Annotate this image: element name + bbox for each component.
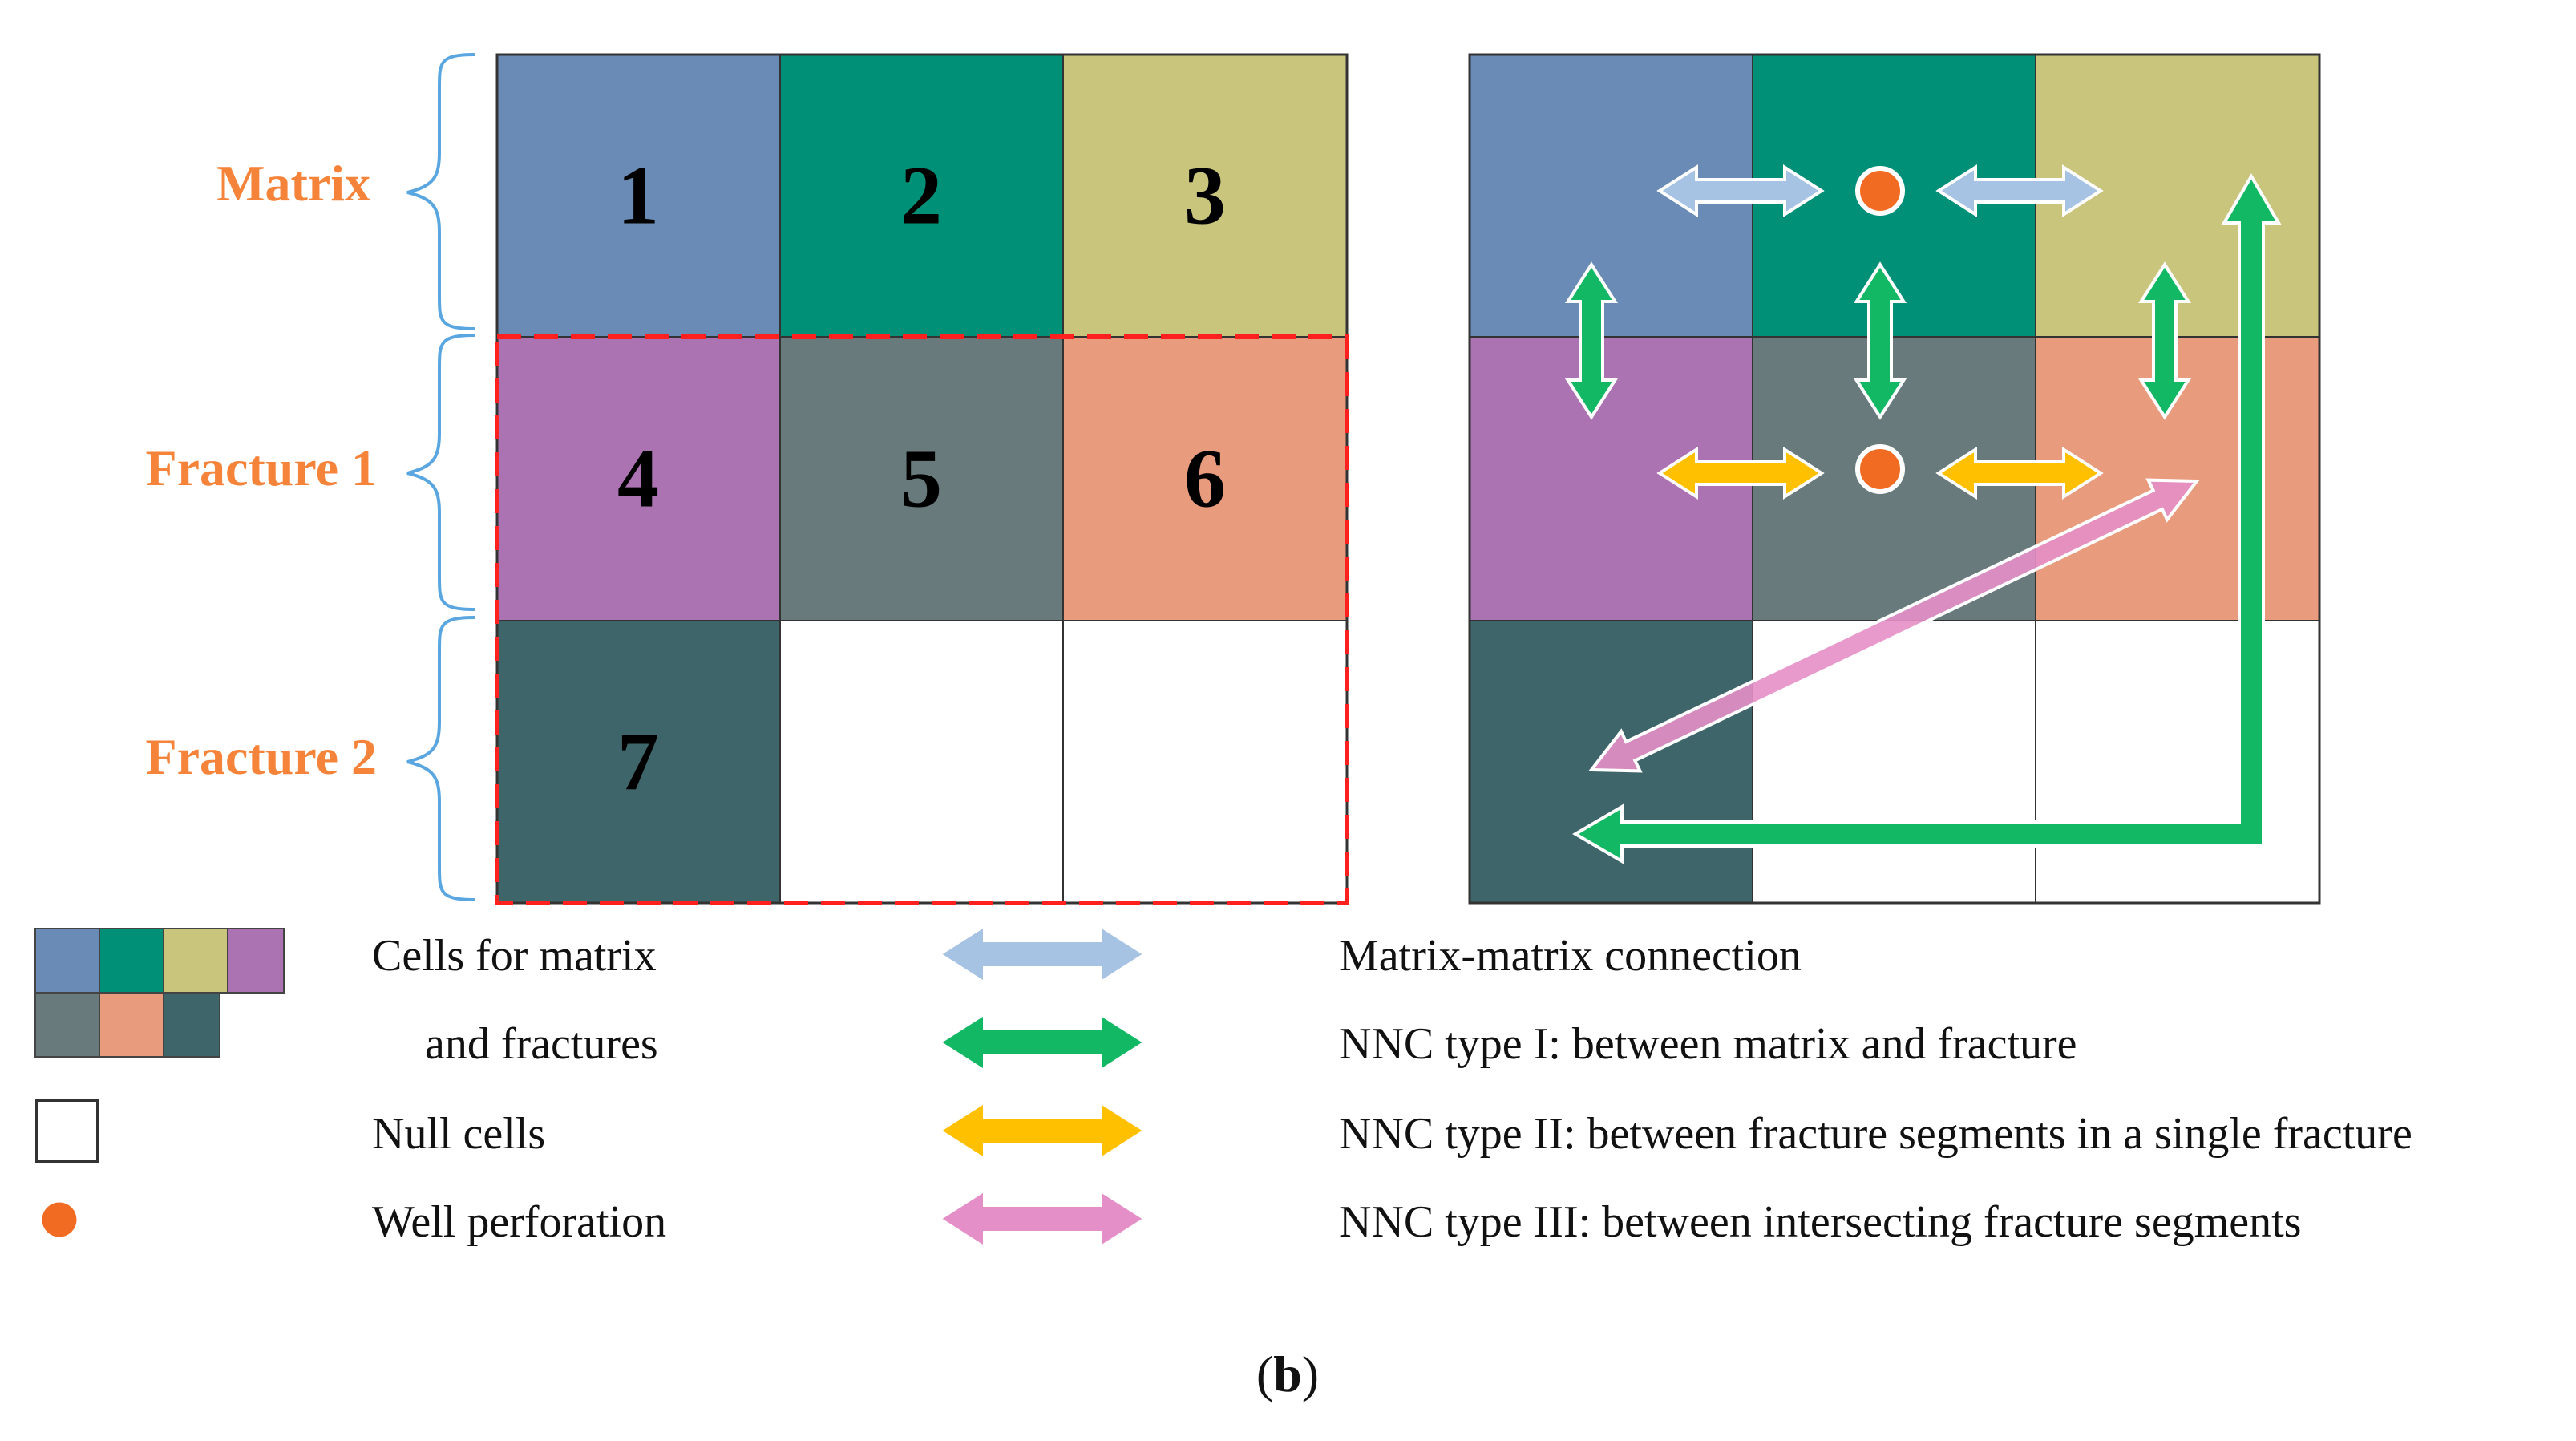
legend-cell-swatches — [34, 928, 285, 1058]
left-cell-7 — [496, 620, 781, 904]
connection-arrows — [1564, 164, 2282, 864]
legend-well-perforation: Well perforation — [372, 1197, 666, 1247]
left-cell-2 — [779, 54, 1064, 338]
swatch-cell-2 — [99, 928, 164, 994]
row-label-matrix: Matrix — [216, 155, 370, 212]
nnc-type-1-arrow-3-6 — [2137, 261, 2192, 420]
legend-nnc-type-3: NNC type III: between intersecting fract… — [1339, 1197, 2301, 1247]
swatch-cell-5 — [34, 992, 100, 1058]
brace-matrix — [406, 53, 475, 330]
legend-matrix-matrix: Matrix-matrix connection — [1339, 931, 1802, 981]
legend: Cells for matrix and fractures Null cell… — [34, 922, 2412, 1251]
matrix-matrix-arrow-2-3 — [1935, 164, 2104, 218]
nnc-type-1-arrow-fracture2-to-matrix3 — [1572, 173, 2282, 864]
swatch-cell-4 — [227, 928, 285, 994]
cell-number-7: 7 — [617, 716, 659, 808]
legend-nnc-type-1: NNC type I: between matrix and fracture — [1339, 1019, 2077, 1069]
swatch-cell-7 — [163, 992, 220, 1058]
row-label-fracture-1: Fracture 1 — [146, 439, 377, 496]
right-cell-null-2 — [2035, 620, 2320, 904]
legend-cells-line1: Cells for matrix — [372, 931, 657, 981]
nnc-type-2-arrow-5-6 — [1935, 446, 2104, 500]
well-perforation-matrix — [1855, 166, 1905, 216]
legend-arrow-nnc-type-1 — [936, 1010, 1148, 1075]
cell-number-4: 4 — [617, 433, 659, 525]
left-cell-6 — [1062, 336, 1348, 621]
matrix-matrix-arrow-1-2 — [1656, 164, 1825, 218]
swatch-cell-1 — [34, 928, 100, 994]
right-grid-border — [1468, 53, 2321, 905]
left-cell-null-1 — [779, 620, 1064, 904]
left-grid-border — [495, 53, 1349, 905]
fracture-dashed-outline — [495, 334, 1349, 905]
left-cell-1 — [496, 54, 781, 338]
brace-fracture-2 — [406, 616, 475, 901]
swatch-cell-3 — [163, 928, 228, 994]
nnc-type-1-arrow-2-5 — [1853, 261, 1907, 420]
brace-fracture-1 — [406, 334, 475, 611]
cell-number-1: 1 — [617, 150, 659, 242]
cell-number-6: 6 — [1184, 433, 1226, 525]
figure-caption: (b) — [1256, 1346, 1319, 1403]
legend-cells-line2: and fractures — [425, 1019, 658, 1069]
nnc-type-1-arrow-1-4 — [1564, 261, 1619, 420]
cell-number-5: 5 — [900, 433, 942, 525]
left-grid — [496, 54, 1348, 904]
nnc-type-2-arrow-4-5 — [1656, 446, 1825, 500]
cell-number-3: 3 — [1184, 150, 1226, 242]
legend-arrow-matrix-matrix — [936, 922, 1148, 986]
legend-arrow-nnc-type-3 — [936, 1187, 1148, 1251]
well-perforation-fracture — [1855, 444, 1905, 494]
caption-open: ( — [1256, 1346, 1273, 1403]
legend-nnc-type-2: NNC type II: between fracture segments i… — [1339, 1109, 2412, 1159]
row-braces — [406, 53, 475, 901]
swatch-cell-6 — [99, 992, 164, 1058]
left-cell-null-2 — [1062, 620, 1348, 904]
caption-close: ) — [1302, 1346, 1319, 1403]
legend-arrows — [936, 922, 1148, 1251]
left-cell-4 — [496, 336, 781, 621]
row-label-fracture-2: Fracture 2 — [146, 728, 377, 785]
left-cell-5 — [779, 336, 1064, 621]
legend-null-cells: Null cells — [372, 1109, 545, 1159]
swatch-null-cell — [35, 1099, 99, 1163]
cell-number-2: 2 — [900, 150, 942, 242]
nnc-type-3-arrow-6-7 — [1587, 478, 2201, 773]
legend-arrow-nnc-type-2 — [936, 1099, 1148, 1163]
legend-well-dot — [38, 1198, 81, 1241]
caption-letter: b — [1273, 1346, 1302, 1403]
